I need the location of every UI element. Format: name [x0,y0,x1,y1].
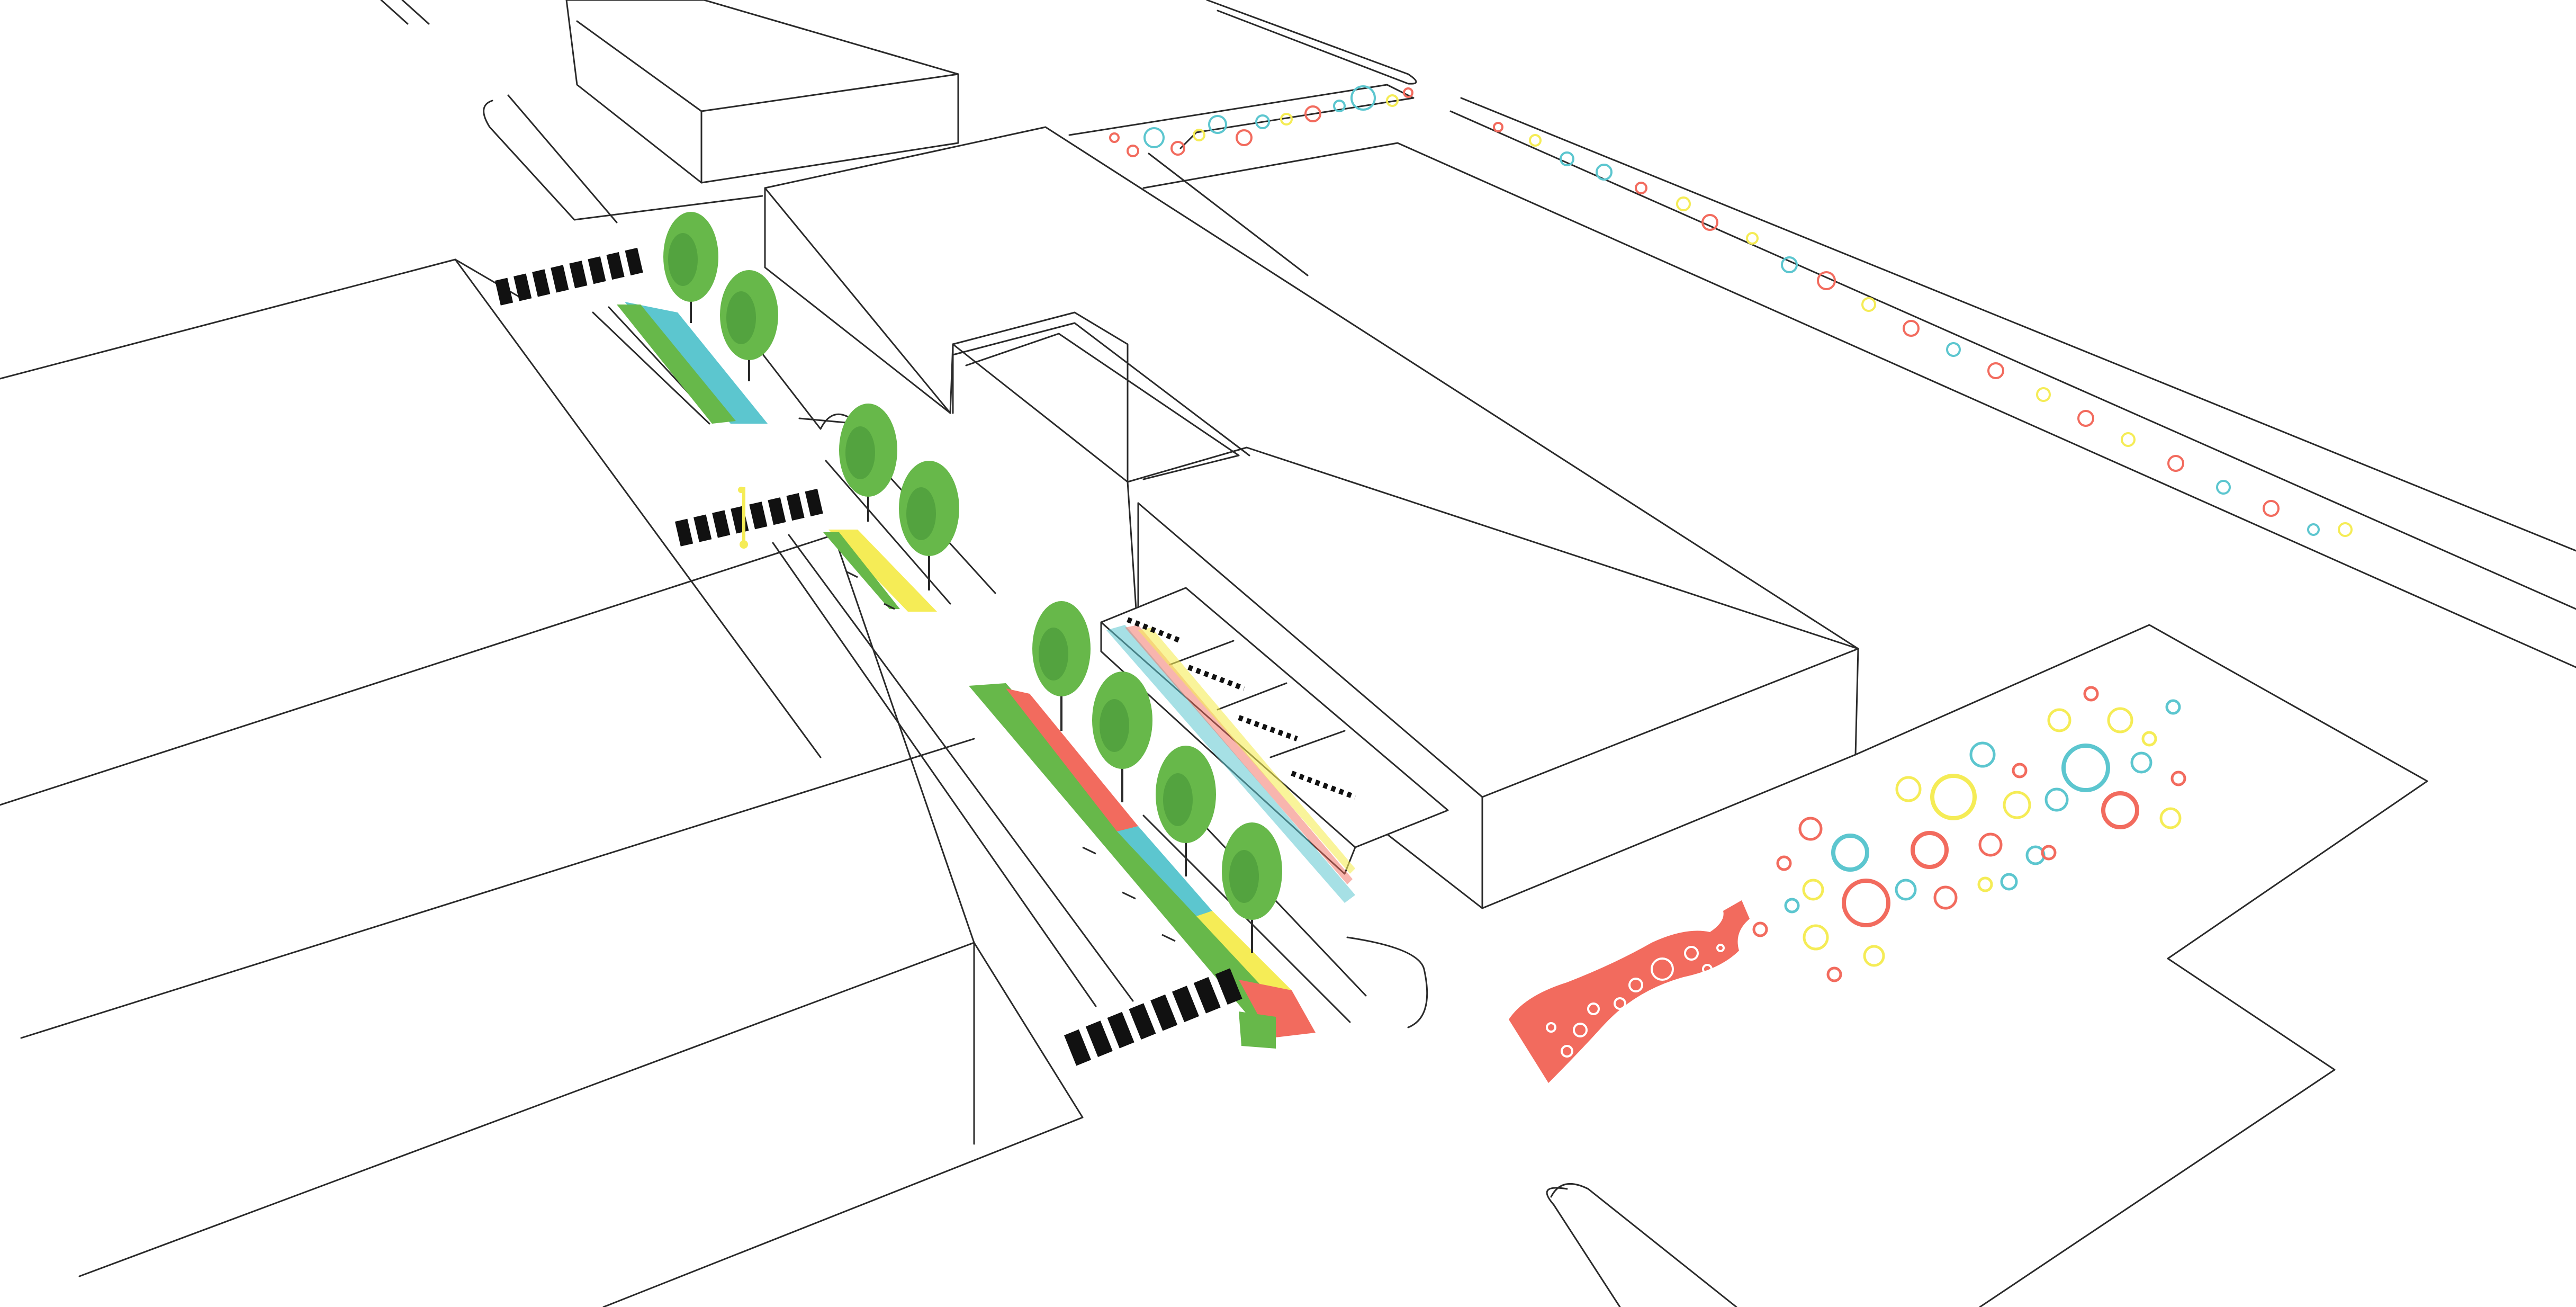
far-streets [380,0,2576,668]
tree-icon [663,212,718,323]
tree-icon [1032,601,1091,731]
tree-icon [720,270,778,381]
building-main [764,126,1859,909]
crosswalk-1 [495,247,643,306]
crosswalk-2 [675,488,823,547]
planting-strip-3 [969,683,1316,1049]
building-far [565,0,959,184]
planting-strip-1 [617,302,768,424]
bench-icon [1082,846,1096,855]
tree-icon [1222,822,1282,953]
courtyard [952,322,1250,480]
kiosk-structure [1100,587,1449,903]
bollard-icon [738,487,748,549]
tree-icon [899,461,959,590]
bench-icon [1122,891,1136,900]
planting-strip-2 [823,530,937,612]
bench-icon [884,603,895,610]
plaza-bubbles [1752,686,2186,982]
benches [846,571,1176,942]
curb-islands [483,94,763,223]
street-bubble-path [1109,85,2353,537]
bench-icon [1161,934,1176,942]
tree-icon [1156,746,1216,876]
tree-icon [1092,672,1152,802]
right-plaza [1546,624,2428,1307]
soda-bottle-icon [1509,900,1750,1083]
bench-icon [846,571,858,578]
left-blocks [0,258,1084,1307]
tree-icon [839,404,897,522]
trees [663,212,1282,953]
crosswalk-3 [1064,968,1242,1066]
